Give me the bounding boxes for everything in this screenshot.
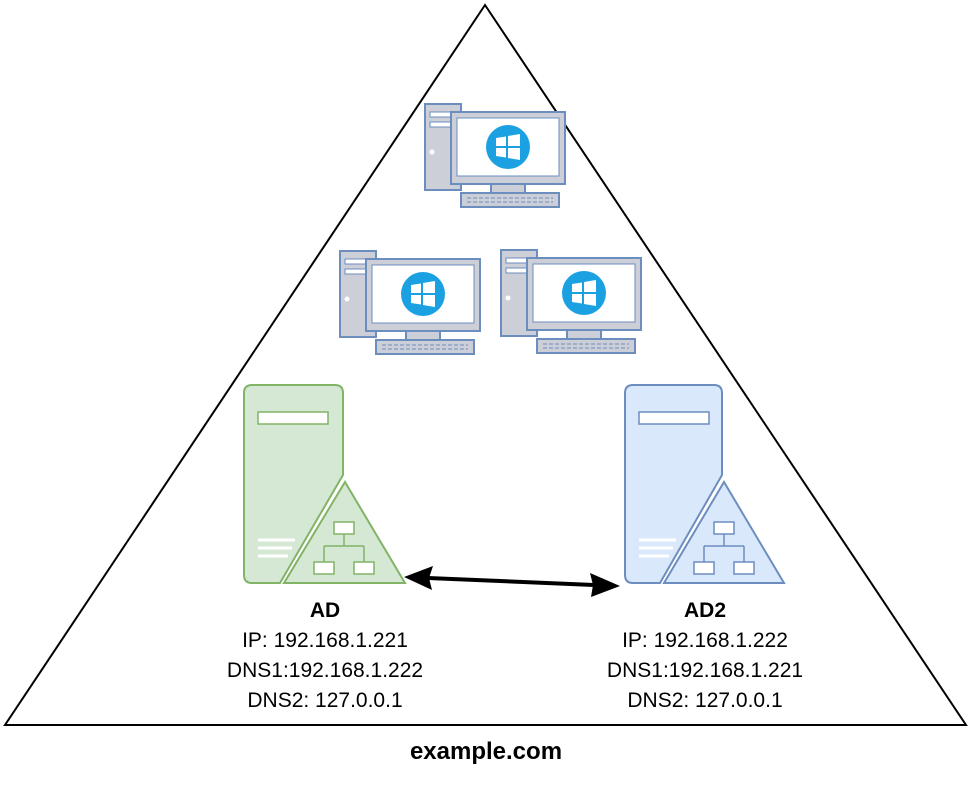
ad2-server-ip: IP: 192.168.1.222 (622, 629, 788, 652)
ad-server-dns1: DNS1:192.168.1.222 (226, 659, 424, 682)
domain-label: example.com (409, 738, 563, 765)
replication-arrow (404, 566, 620, 597)
ad2-server-name: AD2 (683, 599, 726, 622)
ad2-server-icon (624, 384, 786, 584)
ad-server-ip: IP: 192.168.1.221 (242, 629, 408, 652)
ad2-server-label: AD2 IP: 192.168.1.222 DNS1:192.168.1.221… (585, 596, 825, 716)
ad-server-name: AD (309, 599, 341, 622)
ad-server-label: AD IP: 192.168.1.221 DNS1:192.168.1.222 … (205, 596, 445, 716)
ad2-server-dns2: DNS2: 127.0.0.1 (627, 689, 783, 712)
ad2-server-dns1: DNS1:192.168.1.221 (606, 659, 804, 682)
ad-server-dns2: DNS2: 127.0.0.1 (247, 689, 403, 712)
ad-server-icon (243, 384, 407, 584)
